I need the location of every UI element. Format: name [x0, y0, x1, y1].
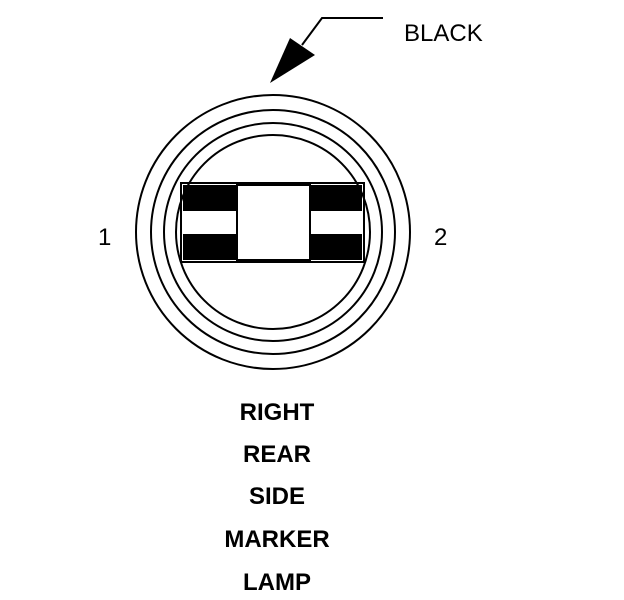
caption-line: MARKER	[224, 526, 329, 553]
caption-line: REAR	[243, 441, 311, 468]
connector-outer-ring	[135, 94, 411, 370]
caption-line: LAMP	[243, 569, 311, 596]
callout-leader-line	[301, 17, 383, 46]
terminal-frame	[180, 182, 365, 263]
terminal-housing	[180, 182, 365, 263]
terminal-slot-left-bottom	[183, 234, 237, 260]
caption-line: SIDE	[249, 483, 305, 510]
connector-body	[135, 94, 411, 370]
terminal-center-window	[236, 184, 311, 261]
callout-arrowhead	[270, 38, 315, 83]
callout-label: BLACK	[404, 20, 483, 47]
caption: RIGHT REAR SIDE MARKER LAMP	[224, 399, 329, 596]
connector-third-ring	[163, 122, 383, 342]
pin-label-1: 1	[98, 224, 111, 251]
terminal-slot-right-bottom	[310, 234, 362, 260]
caption-line: RIGHT	[240, 399, 315, 426]
terminal-slot-left-top	[183, 185, 237, 211]
connector-second-ring	[150, 109, 396, 355]
connector-inner-ring	[175, 134, 371, 330]
pin-label-2: 2	[434, 224, 447, 251]
terminal-slot-right-top	[310, 185, 362, 211]
callout-leader	[270, 17, 383, 83]
